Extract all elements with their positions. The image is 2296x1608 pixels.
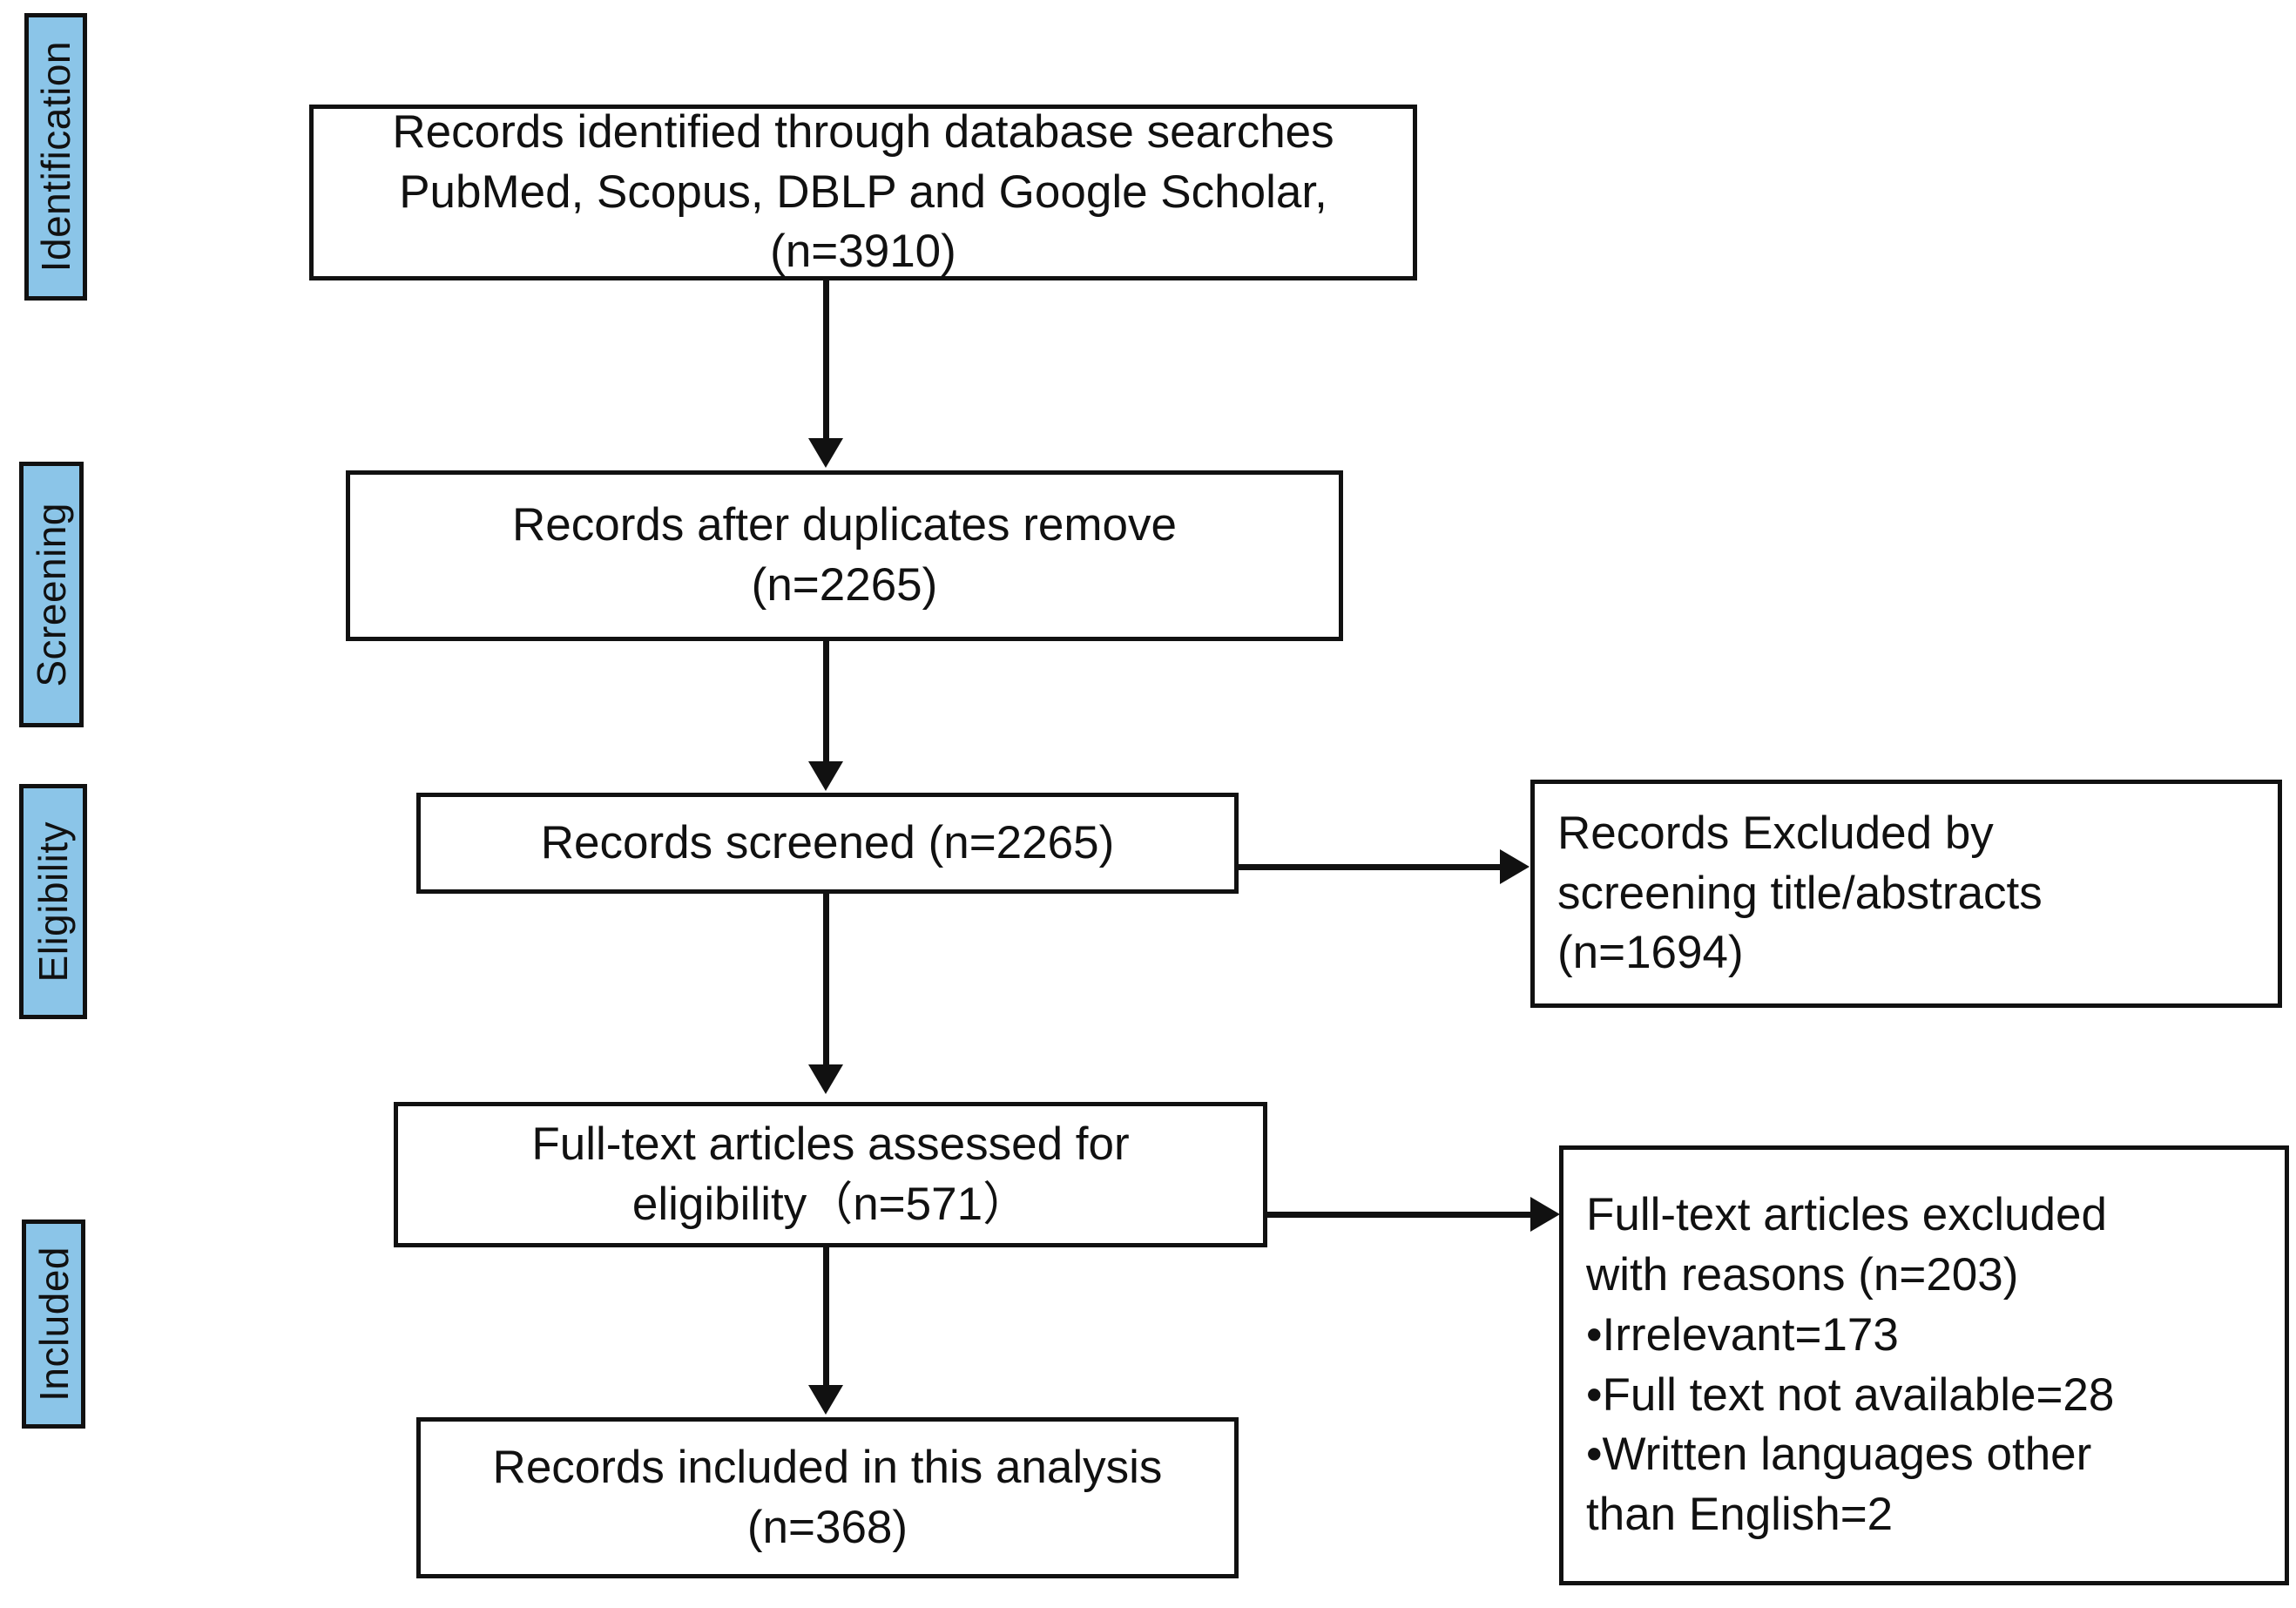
box-fulltext-excluded-reasons: Full-text articles excluded with reasons… bbox=[1559, 1145, 2289, 1585]
box-records-identified-text: Records identified through database sear… bbox=[392, 105, 1334, 278]
arrowhead-screened-to-excluded bbox=[1500, 849, 1530, 884]
box-fulltext-excluded-reasons-text: Full-text articles excluded with reasons… bbox=[1586, 1188, 2115, 1541]
box-records-identified: Records identified through database sear… bbox=[309, 105, 1417, 280]
box-records-screened: Records screened (n=2265) bbox=[416, 793, 1239, 894]
arrowhead-screened-to-fulltext bbox=[808, 1064, 843, 1094]
stage-label-screening-text: Screening bbox=[29, 502, 74, 687]
box-records-excluded-screening-text: Records Excluded by screening title/abst… bbox=[1557, 807, 2043, 979]
box-records-included-text: Records included in this analysis (n=368… bbox=[492, 1441, 1163, 1553]
box-records-after-duplicates-text: Records after duplicates remove (n=2265) bbox=[512, 499, 1177, 611]
connector-identified-to-duplicates bbox=[823, 280, 829, 442]
arrowhead-identified-to-duplicates bbox=[808, 438, 843, 468]
box-records-excluded-screening: Records Excluded by screening title/abst… bbox=[1530, 780, 2282, 1008]
arrowhead-fulltext-to-included bbox=[808, 1385, 843, 1415]
stage-label-screening: Screening bbox=[19, 462, 84, 727]
box-records-after-duplicates: Records after duplicates remove (n=2265) bbox=[346, 470, 1343, 641]
connector-fulltext-to-included bbox=[823, 1247, 829, 1388]
connector-screened-to-fulltext bbox=[823, 894, 829, 1068]
stage-label-included: Included bbox=[22, 1220, 85, 1429]
arrowhead-fulltext-to-excluded bbox=[1530, 1197, 1560, 1232]
box-records-included: Records included in this analysis (n=368… bbox=[416, 1417, 1239, 1578]
box-fulltext-assessed-text: Full-text articles assessed for eligibil… bbox=[531, 1118, 1130, 1230]
stage-label-eligibility: Eligibility bbox=[19, 784, 87, 1019]
connector-screened-to-excluded bbox=[1237, 864, 1503, 870]
stage-label-identification-text: Identification bbox=[33, 41, 78, 273]
stage-label-eligibility-text: Eligibility bbox=[30, 821, 76, 983]
box-fulltext-assessed: Full-text articles assessed for eligibil… bbox=[394, 1102, 1267, 1247]
arrowhead-duplicates-to-screened bbox=[808, 761, 843, 791]
stage-label-identification: Identification bbox=[24, 13, 87, 301]
connector-fulltext-to-excluded bbox=[1267, 1212, 1533, 1218]
box-records-screened-text: Records screened (n=2265) bbox=[540, 816, 1115, 868]
stage-label-included-text: Included bbox=[30, 1247, 77, 1402]
connector-duplicates-to-screened bbox=[823, 641, 829, 765]
